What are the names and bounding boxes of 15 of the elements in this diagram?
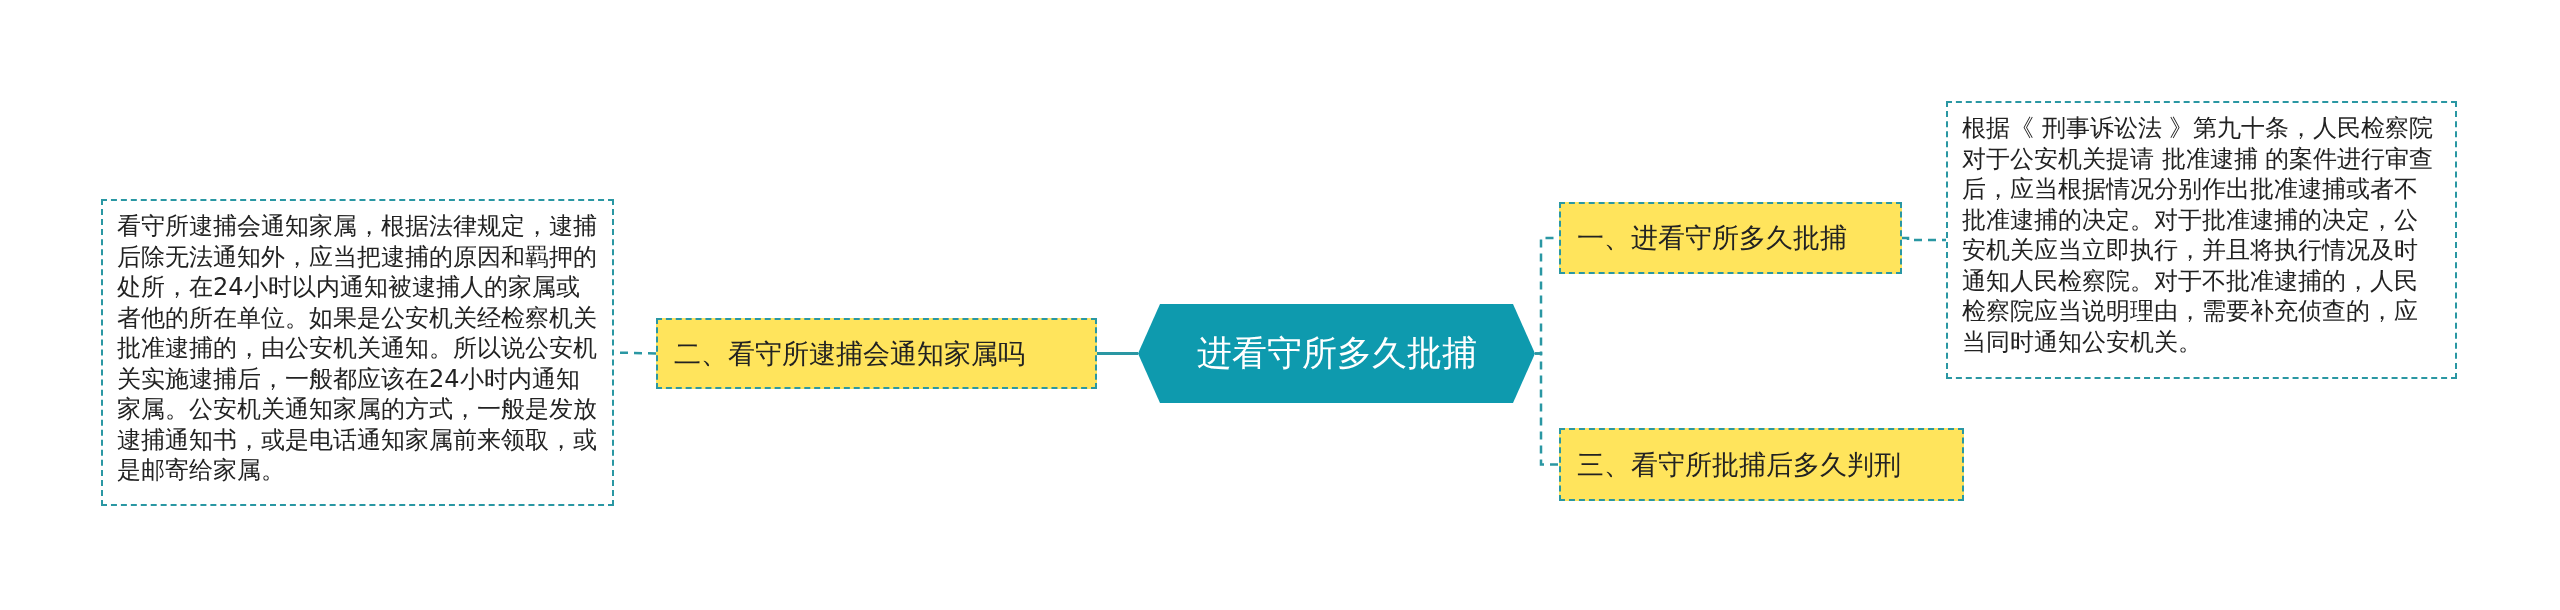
note-text: 看守所逮捕会通知家属，根据法律规定，逮捕后除无法通知外，应当把逮捕的原因和羁押的处所，在24小时以内通知被逮捕人的家属或者他的所在单位。如果是公安机关经检察机关批准逮捕的，由公安机关通知。所以说公安机关实施逮捕后，一般都应该在24小时内通知家属。公安机关通知家属的方式，一般是发放逮捕通知书，或是电话通知家属前来领取，或是邮寄给家属。 — [117, 211, 598, 486]
connector-line — [1097, 352, 1138, 355]
connector-line — [1535, 352, 1559, 466]
topic-text: 三、看守所批捕后多久判刑 — [1577, 447, 1901, 482]
note-box — [101, 199, 614, 506]
note-text: 根据《 刑事诉讼法 》第九十条，人民检察院对于公安机关提请 批准逮捕 的案件进行审查后，应当根据情况分别作出批准逮捕或者不批准逮捕的决定。对于批准逮捕的决定，公安机关应当立即执行，并且将执行情况及时通知人民检察院。对于不批准逮捕的，人民检察院应当说明理由，需要补充侦查的，应当同时通知公安机关。 — [1962, 113, 2435, 357]
topic-box — [1559, 202, 1902, 274]
central-topic-hexagon — [1138, 304, 1535, 403]
topic-box — [1559, 428, 1964, 501]
note-box — [1946, 101, 2457, 379]
topic-text: 一、进看守所多久批捕 — [1577, 221, 1847, 255]
topic-text: 进看守所多久批捕 — [1196, 332, 1477, 375]
topic-box — [656, 318, 1097, 389]
connector-line — [1902, 236, 1946, 242]
topic-text: 二、看守所逮捕会通知家属吗 — [674, 336, 1025, 371]
